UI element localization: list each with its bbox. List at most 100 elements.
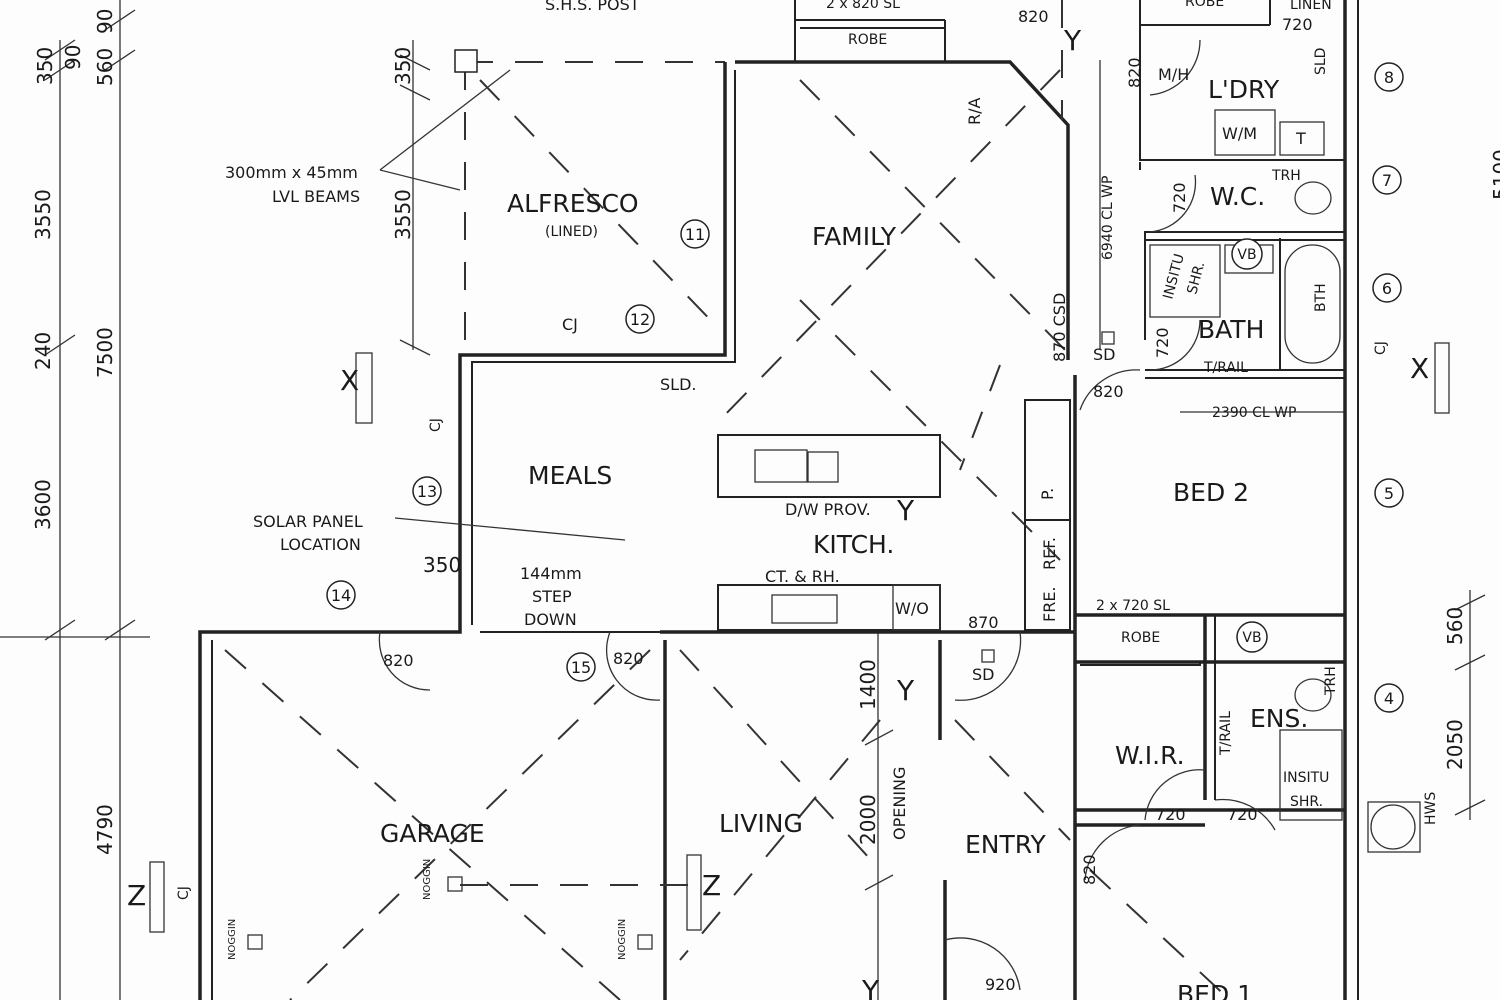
note-insitu-2: INSITU	[1283, 770, 1329, 786]
note-lvl-2: LVL BEAMS	[272, 187, 360, 206]
note-bth: BTH	[1313, 283, 1329, 312]
dim-820-top: 820	[1018, 7, 1049, 26]
note-cj-4: CJ	[176, 886, 192, 900]
note-fre: FRE.	[1040, 586, 1059, 622]
circle-labels: 11 12 13 14 15 8 7 6 5 4 VB VB	[331, 68, 1394, 708]
dim-90-top: 90	[93, 9, 117, 34]
dim-870: 870	[968, 613, 999, 632]
dim-560-right: 560	[1443, 607, 1467, 645]
room-bed1: BED 1	[1177, 980, 1253, 1000]
note-clwp: 6940 CL WP	[1100, 176, 1116, 260]
section-x-left: X	[340, 364, 359, 397]
note-solar-1: SOLAR PANEL	[253, 512, 363, 531]
note-step-3: DOWN	[524, 610, 577, 629]
dim-3600: 3600	[31, 479, 55, 530]
note-trh: TRH	[1271, 168, 1301, 184]
note-opening: OPENING	[890, 767, 909, 840]
marker-5: 5	[1384, 484, 1394, 503]
note-sl-bed2: 2 x 720 SL	[1096, 598, 1170, 614]
note-linen: LINEN	[1290, 0, 1332, 13]
dimension-labels: 350 90 90 560 3550 240 7500 3600 4790 35…	[31, 7, 1500, 994]
dim-720-bath: 720	[1153, 327, 1172, 358]
note-trh-2: TRH	[1323, 666, 1339, 696]
note-ra: R/A	[965, 97, 984, 125]
dim-720-wc: 720	[1170, 182, 1189, 213]
section-y-top: Y	[1063, 24, 1082, 57]
dim-350-meals: 350	[423, 553, 461, 577]
room-alfresco-sub: (LINED)	[545, 224, 598, 240]
dim-720-linen: 720	[1282, 15, 1313, 34]
note-t: T	[1295, 129, 1306, 148]
note-robe-2: ROBE	[1121, 630, 1160, 646]
note-sd-2: SD	[972, 665, 994, 684]
dim-2050: 2050	[1443, 719, 1467, 770]
note-solar-2: LOCATION	[280, 535, 361, 554]
note-sld: SLD.	[660, 375, 696, 394]
room-garage: GARAGE	[380, 819, 485, 848]
marker-15: 15	[571, 658, 591, 677]
note-noggin-2: NOGGIN	[227, 919, 238, 960]
room-bed2: BED 2	[1173, 478, 1249, 507]
section-y-entry: Y	[896, 674, 915, 707]
annotations: S.H.S. POST 300mm x 45mm LVL BEAMS SOLAR…	[127, 0, 1439, 1000]
note-robe: ROBE	[848, 32, 887, 48]
room-living: LIVING	[719, 809, 803, 838]
dim-4790: 4790	[93, 804, 117, 855]
note-clwp-2: 2390 CL WP	[1212, 405, 1296, 421]
note-lvl-1: 300mm x 45mm	[225, 163, 358, 182]
marker-13: 13	[417, 482, 437, 501]
bathtub	[1284, 244, 1341, 364]
dim-720-ens: 720	[1227, 805, 1258, 824]
section-y-mid: Y	[896, 494, 915, 527]
note-p: P.	[1038, 488, 1057, 500]
walls	[198, 0, 1359, 1000]
note-csd: 870 CSD	[1050, 293, 1069, 362]
circle-markers	[326, 62, 1404, 713]
marker-8: 8	[1384, 68, 1394, 87]
marker-14: 14	[331, 586, 351, 605]
dim-90-left: 90	[61, 45, 85, 70]
dim-1400: 1400	[856, 659, 880, 710]
marker-7: 7	[1382, 171, 1392, 190]
dim-5100: 5100	[1489, 149, 1500, 200]
section-x-right: X	[1410, 352, 1429, 385]
note-noggin-3: NOGGIN	[617, 919, 628, 960]
note-shr-2: SHR.	[1290, 794, 1323, 810]
dim-3550-alfresco: 3550	[391, 189, 415, 240]
marker-6: 6	[1382, 279, 1392, 298]
marker-4: 4	[1384, 689, 1394, 708]
note-cj-3: CJ	[1373, 341, 1389, 355]
note-ct: CT. & RH.	[765, 567, 840, 586]
note-noggin-1: NOGGIN	[422, 859, 433, 900]
dim-920: 920	[985, 975, 1016, 994]
room-alfresco: ALFRESCO	[507, 189, 639, 218]
note-cj: CJ	[562, 315, 578, 334]
vb-label: VB	[1237, 247, 1256, 263]
note-wm: W/M	[1222, 124, 1257, 143]
note-sd: SD	[1093, 345, 1115, 364]
note-sld-2: SLD	[1313, 48, 1329, 75]
section-y-bottom: Y	[861, 974, 880, 1000]
dim-820-bed1: 820	[1080, 854, 1099, 885]
note-robe-3: ROBE	[1185, 0, 1224, 10]
marker-11: 11	[685, 225, 705, 244]
note-step-2: STEP	[532, 587, 572, 606]
dim-560-top: 560	[93, 48, 117, 86]
room-laundry: L'DRY	[1208, 75, 1280, 104]
note-ref: REF.	[1040, 537, 1059, 570]
dim-820-meals: 820	[613, 649, 644, 668]
dim-7500: 7500	[93, 327, 117, 378]
vb-label-2: VB	[1242, 630, 1261, 646]
dim-3550-left: 3550	[31, 189, 55, 240]
section-z-mid: Z	[702, 869, 721, 902]
marker-12: 12	[630, 310, 650, 329]
note-step-1: 144mm	[520, 564, 582, 583]
room-wir: W.I.R.	[1115, 741, 1185, 770]
room-family: FAMILY	[812, 222, 897, 251]
shs-post	[454, 49, 478, 73]
dim-820-ldry: 820	[1125, 57, 1144, 88]
room-ensuite: ENS.	[1250, 704, 1308, 733]
room-bath: BATH	[1198, 315, 1264, 344]
room-diagonals	[224, 0, 1231, 1000]
